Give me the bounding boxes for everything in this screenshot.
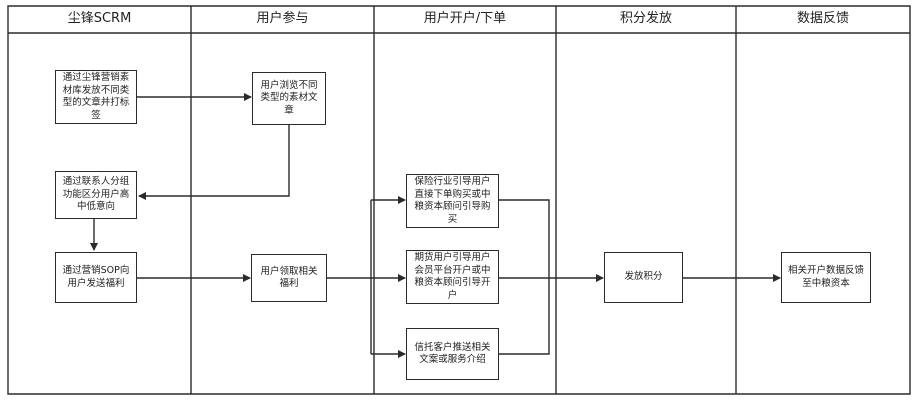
lane-title-participation: 用户参与 — [256, 11, 309, 26]
connector-browse-to-segment — [138, 125, 289, 200]
node-user-browse: 用户浏览不同类型的素材文章 — [252, 72, 326, 125]
lane-title-account-order: 用户开户/下单 — [423, 11, 507, 26]
node-insurance-guide: 保险行业引导用户直接下单购买或中粮资本顾问引导购买 — [406, 174, 499, 228]
node-scrm-distribute: 通过尘锋营销素材库发放不同类型的文章并打标签 — [55, 70, 137, 124]
lane-title-scrm: 尘锋SCRM — [67, 11, 132, 26]
node-scrm-sop: 通过营销SOP向用户发送福利 — [55, 252, 137, 303]
node-futures-guide: 期货用户引导用户会员平台开户或中粮资本顾问引导开户 — [406, 250, 499, 304]
node-user-claim: 用户领取相关福利 — [251, 254, 327, 302]
node-scrm-segment: 通过联系人分组功能区分用户高中低意向 — [55, 171, 137, 219]
node-trust-push: 信托客户推送相关文案或服务介绍 — [406, 328, 499, 380]
lane-title-points: 积分发放 — [619, 11, 672, 26]
lane-title-feedback: 数据反馈 — [796, 11, 849, 26]
node-issue-points: 发放积分 — [604, 252, 683, 303]
node-data-feedback: 相关开户数据反馈至中粮资本 — [781, 252, 871, 303]
connector-insurance-merge — [499, 200, 549, 354]
lane-frame — [8, 6, 910, 394]
